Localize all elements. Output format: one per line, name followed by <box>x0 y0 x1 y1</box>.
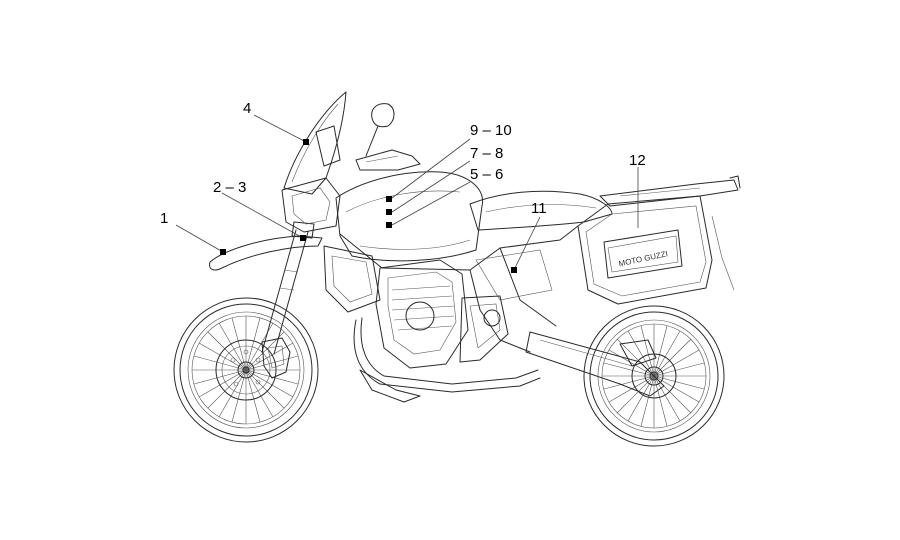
marker-c1 <box>220 249 226 255</box>
exhaust <box>353 317 541 403</box>
callout-label-5-6: 5 – 6 <box>470 166 503 183</box>
marker-c6 <box>386 222 392 228</box>
callout-label-12: 12 <box>629 152 646 169</box>
engine <box>375 259 509 369</box>
fuel-tank <box>335 171 484 262</box>
marker-c2 <box>300 235 306 241</box>
pannier-badge-text: MOTO GUZZI <box>618 249 669 268</box>
marker-c4 <box>386 196 392 202</box>
front-wheel <box>173 297 319 443</box>
luggage-rack <box>599 175 741 207</box>
callout-label-11: 11 <box>531 200 547 217</box>
callout-label-7-8: 7 – 8 <box>470 145 503 162</box>
leader-c6 <box>391 181 471 226</box>
swingarm <box>525 331 665 397</box>
frame <box>339 225 579 353</box>
front-brake-disc <box>215 339 277 401</box>
marker-c5 <box>386 209 392 215</box>
callout-label-4: 4 <box>243 100 251 117</box>
windscreen <box>283 91 347 195</box>
leader-c2 <box>221 192 304 239</box>
front-wheel-spokes <box>192 316 300 424</box>
leader-c7 <box>513 216 541 271</box>
leader-c1 <box>175 224 224 253</box>
mirror <box>365 103 395 157</box>
handlebar <box>355 149 421 171</box>
pannier-case: MOTO GUZZI <box>577 195 735 305</box>
leader-c4 <box>391 138 471 199</box>
leader-c5 <box>391 160 471 213</box>
leader-lines <box>175 114 639 271</box>
side-cover <box>323 245 381 313</box>
seat <box>469 190 613 231</box>
front-fender <box>209 235 323 271</box>
callout-label-1: 1 <box>160 210 168 227</box>
callout-label-2-3: 2 – 3 <box>213 179 246 196</box>
leader-c3 <box>253 114 307 143</box>
decal-markers <box>220 139 517 273</box>
front-fork <box>261 221 315 355</box>
callout-label-9-10: 9 – 10 <box>470 122 512 139</box>
marker-c7 <box>511 267 517 273</box>
marker-c3 <box>303 139 309 145</box>
callout-labels: 1 2 – 3 4 9 – 10 7 – 8 5 – 6 11 12 <box>160 100 646 227</box>
front-brake-caliper <box>261 337 291 379</box>
front-fairing <box>281 125 341 233</box>
